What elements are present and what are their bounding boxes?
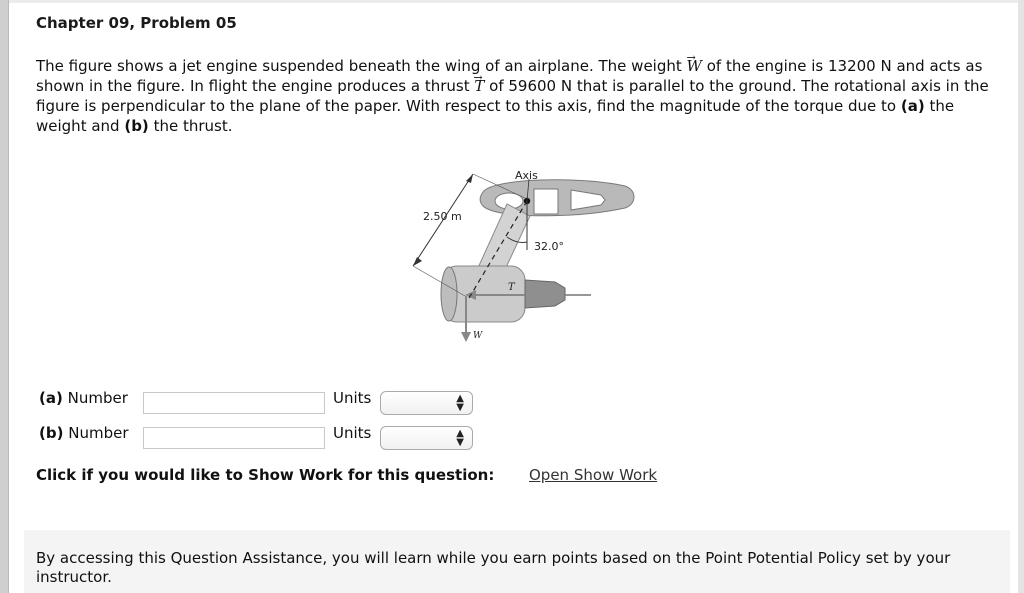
stepper-arrows-icon: ▲▼ [456,393,464,413]
answer-row-b-label: (b) Number [39,424,129,442]
answer-b-units-label: Units [333,424,372,442]
open-show-work-link[interactable]: Open Show Work [529,466,658,484]
stepper-arrows-icon: ▲▼ [456,428,464,448]
dashed-distance-line [468,200,528,299]
weight-label: W [473,331,483,341]
engine-nozzle [524,279,566,309]
right-border [1018,0,1024,593]
engine-intake [440,266,458,322]
axis-label: Axis [515,169,538,182]
assistance-panel [24,530,1010,593]
problem-text-5: the thrust. [148,117,233,135]
answer-a-units-select[interactable]: ▲▼ [380,391,473,415]
angle-label: 32.0° [534,240,564,253]
problem-statement: The figure shows a jet engine suspended … [36,51,1006,136]
answer-b-number-input[interactable] [143,427,325,449]
dimension-line [412,173,474,267]
problem-text-1: The figure shows a jet engine suspended … [36,57,687,75]
thrust-label: T [508,282,516,293]
pylon [476,203,531,275]
problem-text-4: the weight and [36,97,955,135]
wing-tip-cutout [570,189,606,211]
part-b-label: (b) [124,117,149,135]
answer-row-a-label: (a) Number [39,389,128,407]
distance-label: 2.50 m [423,210,462,223]
thrust-vector-symbol: →T [473,71,485,95]
show-work-prompt: Click if you would like to Show Work for… [36,466,495,484]
problem-text-2: of the engine is 13200 N and acts as sho… [36,57,983,95]
answer-b-units-select[interactable]: ▲▼ [380,426,473,450]
jet-engine-figure: Axis 2.50 m 32.0° T W [412,169,635,342]
answer-a-number-input[interactable] [143,392,325,414]
weight-vector-symbol: →W [686,51,702,75]
left-border [0,0,9,593]
part-a-label: (a) [900,97,925,115]
angle-arc [506,236,528,243]
wing-slot [533,188,559,215]
answer-a-units-label: Units [333,389,372,407]
problem-text-3: of 59600 N that is parallel to the groun… [36,77,989,115]
problem-title: Chapter 09, Problem 05 [36,14,237,32]
assistance-notice: By accessing this Question Assistance, y… [36,549,951,586]
top-border [9,0,1018,3]
